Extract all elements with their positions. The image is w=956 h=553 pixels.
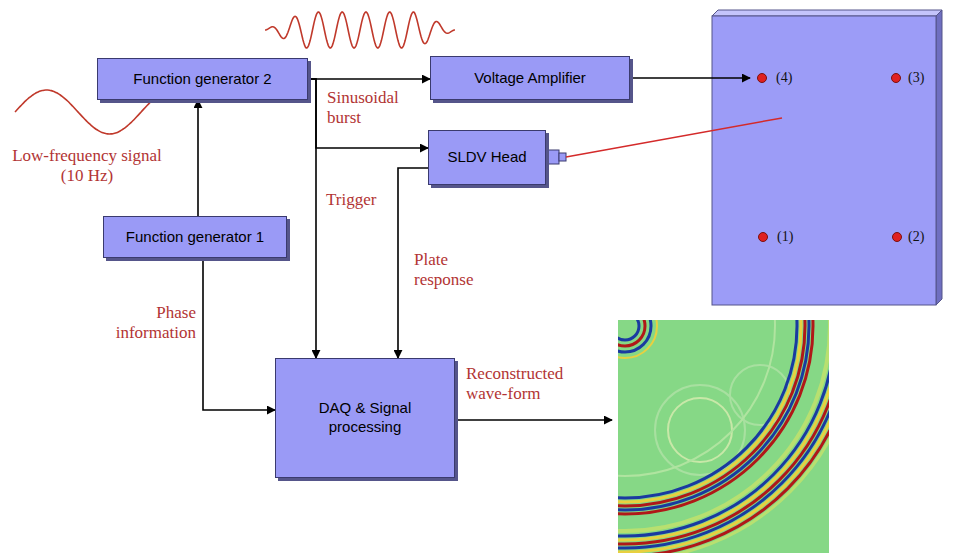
box-label: Voltage Amplifier: [474, 69, 586, 88]
box-label: SLDV Head: [447, 148, 526, 167]
box-label: Function generator 1: [126, 228, 264, 247]
edge-label: Plate response: [414, 250, 484, 289]
output-label: Reconstructed wave-form: [466, 364, 591, 403]
sinusoidal-burst: [265, 12, 455, 48]
signal-connector: [203, 258, 275, 410]
excitation-line: [631, 77, 750, 79]
laser-beam: [566, 118, 782, 157]
callout-number: (4): [776, 70, 816, 86]
box-label: DAQ & Signal processing: [300, 399, 430, 437]
signal-connector: [308, 79, 428, 148]
signal-connector: [308, 78, 430, 80]
sldv-lens-tip: [559, 153, 566, 161]
box-label: Function generator 2: [133, 70, 271, 89]
sldv-lens: [547, 150, 559, 164]
signal-label: Low-frequency signal (10 Hz): [12, 146, 162, 185]
edge-label: Phase information: [112, 303, 196, 342]
plate: [712, 10, 942, 305]
edge-label: Trigger: [326, 190, 396, 210]
generator-box: Function generator 1: [103, 216, 287, 258]
amplifier-box: Voltage Amplifier: [430, 56, 630, 100]
wavefield-image: [618, 320, 829, 553]
generator-box: Function generator 2: [97, 58, 308, 100]
signal-connector: [197, 100, 199, 216]
output-arrow: [456, 419, 612, 421]
signal-connector: [308, 79, 316, 358]
callout-number: (2): [908, 229, 938, 245]
callout-number: (3): [908, 70, 938, 86]
processing-box: DAQ & Signal processing: [275, 358, 455, 478]
edge-label: Sinusoidal burst: [327, 88, 417, 127]
callout-number: (1): [777, 229, 817, 245]
sensor-box: SLDV Head: [428, 130, 546, 185]
